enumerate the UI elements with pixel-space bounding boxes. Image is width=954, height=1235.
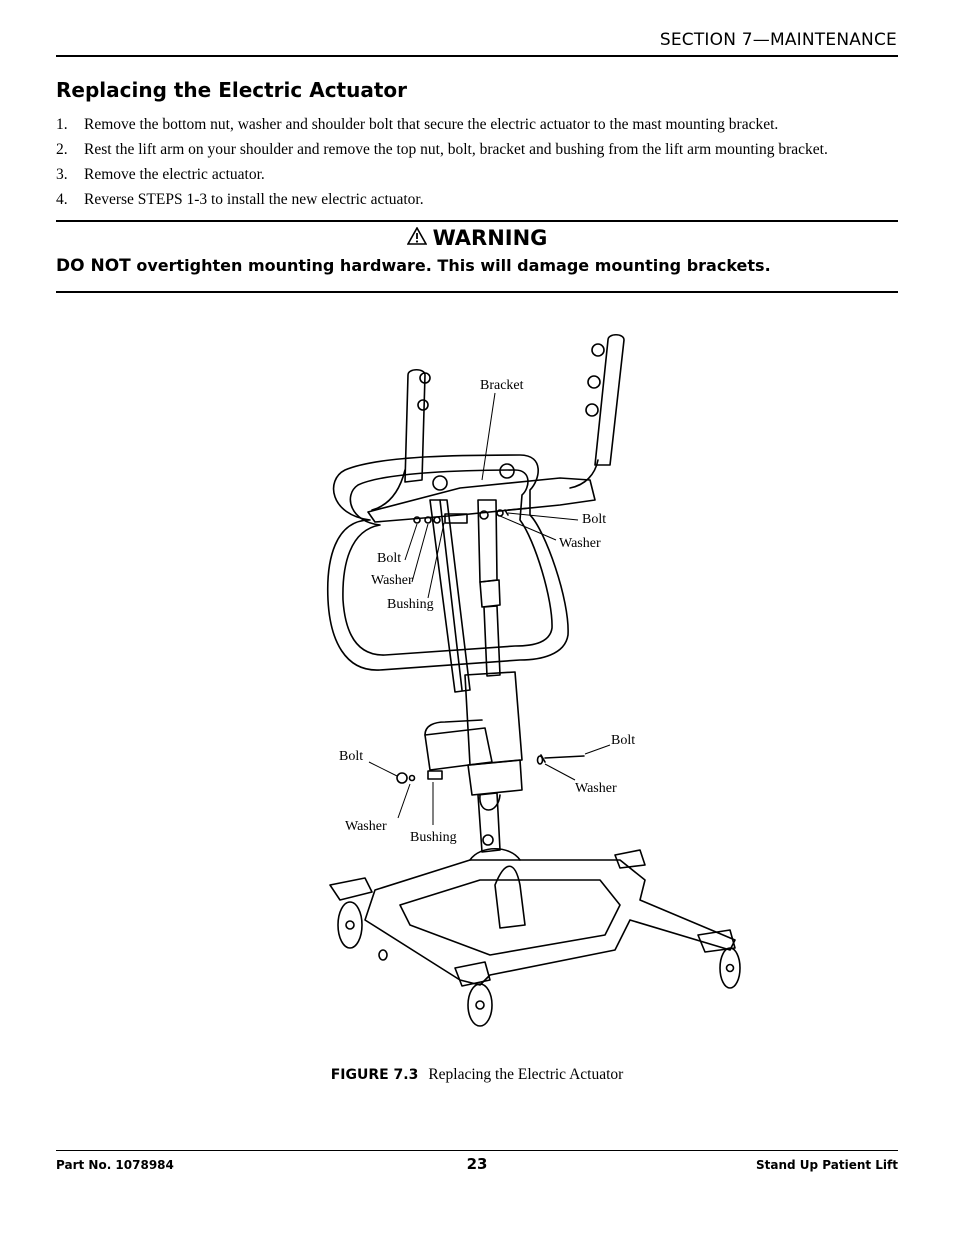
step-number: 2. [56,141,68,158]
step-number: 3. [56,166,68,183]
step-number: 1. [56,116,68,133]
label-bolt-bottom-right: Bolt [611,733,635,748]
figure-number: FIGURE 7.3 [330,1067,419,1083]
step-text: Rest the lift arm on your shoulder and r… [84,141,828,158]
step-item: 4. Reverse STEPS 1-3 to install the new e… [56,187,906,212]
steps-list: 1. Remove the bottom nut, washer and shou… [56,112,906,212]
label-bolt-top-right: Bolt [582,512,606,527]
figure-caption: FIGURE 7.3 Replacing the Electric Actuato… [0,1066,954,1084]
label-bushing-bottom: Bushing [410,830,457,845]
step-number: 4. [56,191,68,208]
step-text: Remove the bottom nut, washer and should… [84,116,779,133]
product-name: Stand Up Patient Lift [755,1158,898,1172]
label-washer-top-left: Washer [371,573,413,588]
warning-lead: DO NOT [56,256,131,276]
step-item: 2. Rest the lift arm on your shoulder and… [56,137,906,162]
label-bracket: Bracket [480,378,524,393]
warning-heading: WARNING [0,226,954,250]
motor-housing [464,671,523,766]
warning-bottom-rule [56,291,898,293]
label-bolt-bottom-left: Bolt [339,749,363,764]
warning-triangle-icon [406,226,427,250]
warning-text: DO NOT overtighten mounting hardware. Th… [56,256,771,276]
step-text: Remove the electric actuator. [84,166,265,183]
figure-caption-text: Replacing the Electric Actuator [428,1066,624,1083]
label-bushing-top: Bushing [387,597,434,612]
page-title: Replacing the Electric Actuator [56,78,408,102]
mast [429,499,471,693]
part-number: Part No. 1078984 [56,1158,174,1172]
section-header: SECTION 7—MAINTENANCE [659,30,897,50]
warning-body: overtighten mounting hardware. This will… [130,256,771,275]
base-frame [364,859,736,986]
label-washer-bottom-left: Washer [345,819,387,834]
label-bolt-top-left: Bolt [377,551,401,566]
warning-top-rule [56,220,898,222]
label-washer-bottom-right: Washer [575,781,617,796]
label-washer-top-right: Washer [559,536,601,551]
header-rule [56,55,898,57]
lift-arm [367,477,596,523]
warning-title: WARNING [432,226,548,250]
step-text: Reverse STEPS 1-3 to install the new ele… [84,191,424,208]
page-number: 23 [466,1155,488,1173]
handle-frame [326,454,569,671]
step-item: 3. Remove the electric actuator. [56,162,906,187]
step-item: 1. Remove the bottom nut, washer and shou… [56,112,906,137]
footer-rule [56,1150,898,1151]
